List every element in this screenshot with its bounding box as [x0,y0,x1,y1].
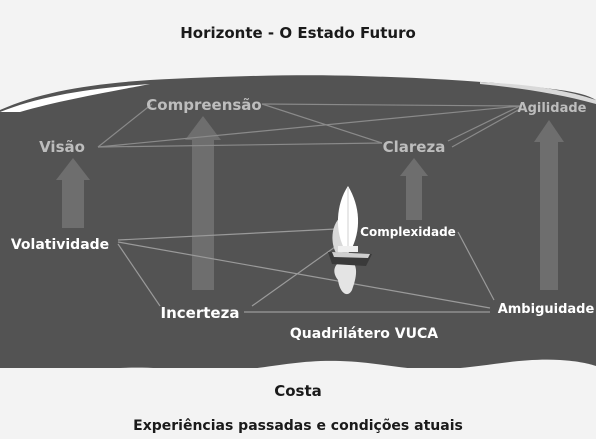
arrow-incerteza-compreensao [185,116,221,290]
arrow-complexidade-clareza [400,158,428,220]
arrow-volatilidade-visao [56,158,90,228]
horizon-wave [0,84,150,112]
vuca-quadrilateral-label: Quadrilátero VUCA [290,326,438,342]
node-visao: Visão [39,138,85,156]
node-ambiguidade: Ambiguidade [498,302,595,317]
sea-area [0,75,596,368]
coast-area [0,359,596,439]
node-volatilidade: Volatividade [11,237,109,253]
arrow-ambiguidade-agilidade [534,120,564,290]
vuca-links [117,227,495,313]
sailboat-icon [328,186,372,295]
node-complexidade: Complexidade [360,225,456,239]
node-incerteza: Incerteza [161,304,240,322]
coast-label: Costa [274,382,322,400]
node-compreensao: Compreensão [146,96,261,114]
horizon-wave-right [480,82,596,104]
coast-subtitle: Experiências passadas e condições atuais [133,418,463,434]
horizon-title: Horizonte - O Estado Futuro [180,24,416,42]
node-clareza: Clareza [383,138,446,156]
future-state-links [97,103,521,148]
node-agilidade: Agilidade [518,101,587,116]
